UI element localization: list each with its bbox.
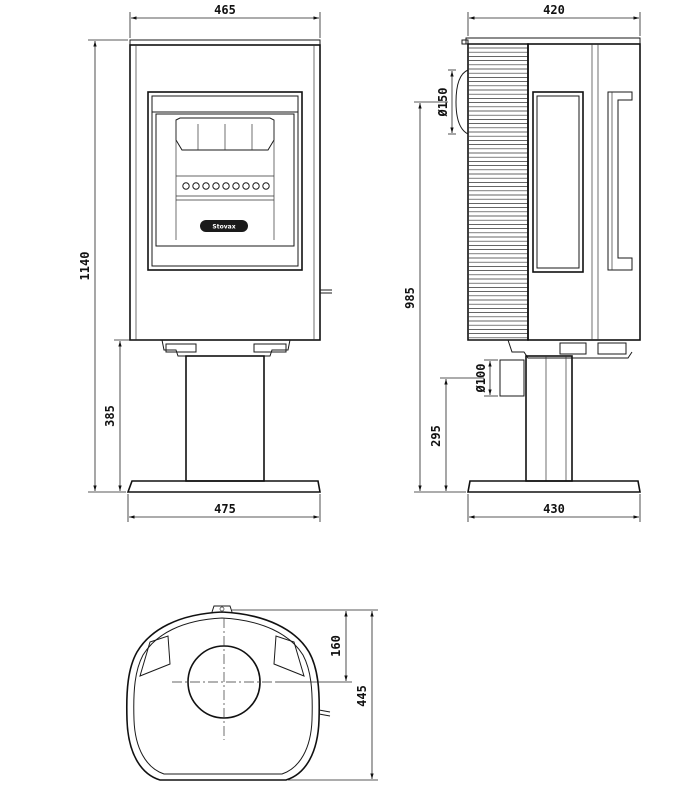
side-pedestal: [525, 355, 573, 482]
side-flue-outlet: [455, 69, 469, 135]
front-view: Stovax: [126, 39, 332, 493]
dim-465: 465: [214, 3, 236, 17]
side-stove-body: [527, 43, 641, 341]
front-base: [126, 480, 321, 493]
dim-inlet-diameter: Ø100: [474, 364, 488, 394]
front-mount: [161, 339, 291, 357]
dim-475: 475: [214, 502, 236, 516]
plan-dimensions: 160 445: [232, 609, 378, 781]
front-air-holes: [182, 182, 270, 190]
side-view: [455, 37, 641, 493]
side-air-inlet: [499, 359, 525, 397]
dim-385: 385: [103, 405, 117, 427]
plan-outline: [125, 611, 321, 781]
side-door-profile: [607, 91, 633, 271]
dim-985: 985: [403, 287, 417, 309]
plan-top-nub: [211, 605, 233, 613]
plan-right-ear: [273, 635, 305, 677]
front-glass: [155, 113, 295, 247]
front-pedestal: [185, 355, 265, 482]
side-ribs: [468, 47, 528, 339]
dim-295: 295: [429, 425, 443, 447]
dim-420: 420: [543, 3, 565, 17]
front-door-frame: [147, 91, 303, 271]
dim-flue-diameter: Ø150: [436, 88, 450, 118]
dim-430: 430: [543, 502, 565, 516]
plan-left-ear: [139, 635, 171, 677]
dim-1140: 1140: [78, 252, 92, 281]
side-window: [532, 91, 584, 273]
side-mount: [507, 339, 633, 359]
side-dimensions: 420 Ø150 985 Ø100 295 430: [403, 3, 641, 522]
front-logo-plate: [200, 220, 248, 232]
plan-view: [125, 605, 331, 781]
dim-160: 160: [329, 635, 343, 657]
front-stove-body: [129, 44, 321, 341]
dim-445: 445: [355, 685, 369, 707]
front-dimensions: 465 1140 385 475: [78, 3, 321, 522]
front-logo-text: Stovax: [212, 224, 235, 231]
side-base: [467, 480, 641, 493]
